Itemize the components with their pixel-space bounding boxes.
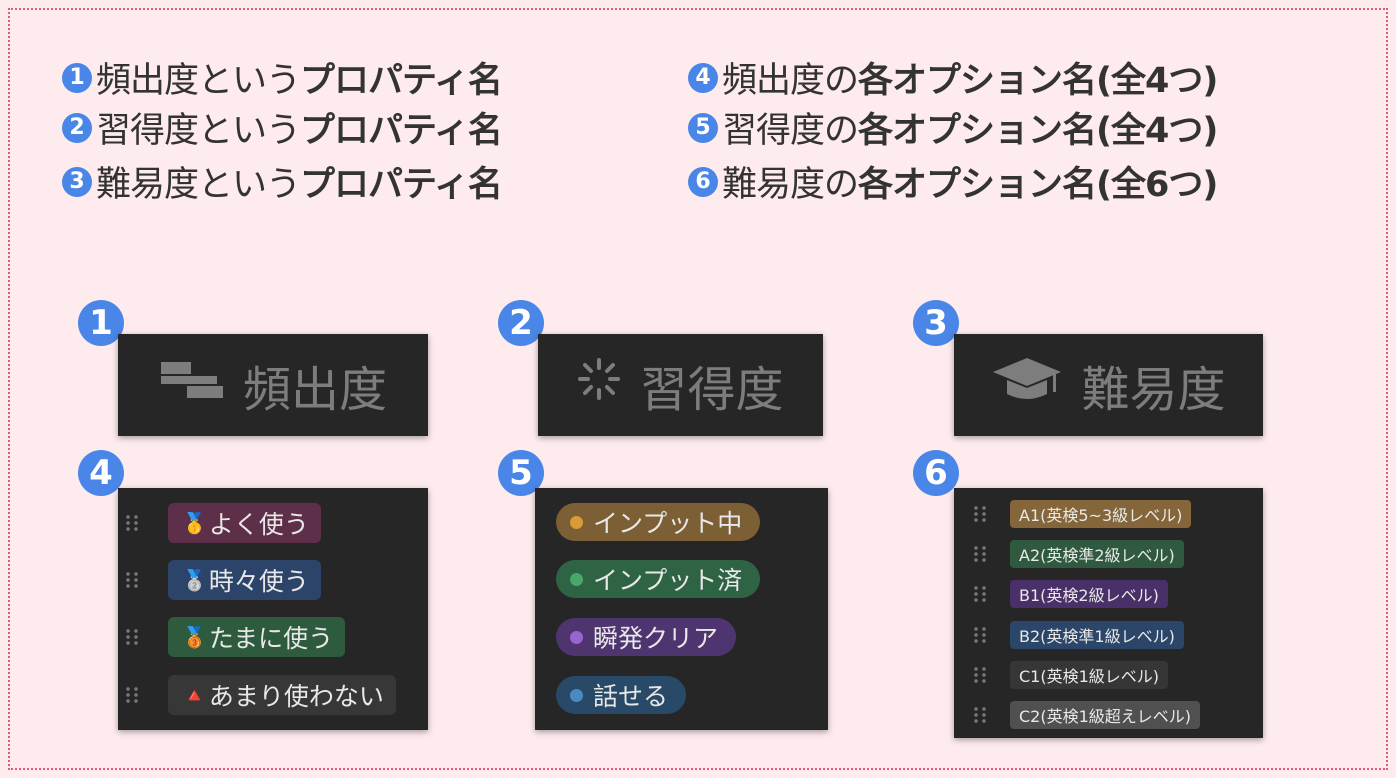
drag-handle-icon[interactable]	[126, 572, 140, 588]
status-dot-icon	[570, 630, 583, 644]
option-label: たまに使う	[208, 624, 334, 653]
frequency-options-card: 🥇よく使う 🥈時々使う 🥉たまに使う 🔺あまり使わない	[118, 488, 428, 730]
loading-spinner-icon	[577, 357, 621, 413]
medal-icon: 🥇	[182, 511, 207, 535]
mastery-options-card: インプット中インプット済瞬発クリア話せる	[535, 488, 828, 730]
option-pill[interactable]: インプット中	[556, 503, 761, 541]
legend-subject: 習得度という	[96, 111, 301, 151]
number-badge: 4	[78, 450, 124, 496]
property-name: 習得度	[639, 362, 784, 418]
number-badge: 5	[498, 450, 544, 496]
number-badge: 3	[62, 166, 92, 197]
drag-handle-icon[interactable]	[126, 687, 140, 703]
legend-bold: プロパティ名	[300, 165, 503, 205]
drag-handle-icon[interactable]	[974, 627, 988, 643]
legend-subject: 頻出度という	[96, 61, 301, 101]
option-row[interactable]: C1(英検1級レベル)	[974, 661, 1169, 689]
status-dot-icon	[570, 688, 583, 702]
drag-handle-icon[interactable]	[126, 515, 140, 531]
legend-subject: 習得度の	[722, 111, 859, 151]
drag-handle-icon[interactable]	[974, 707, 988, 723]
option-row[interactable]: 🥈時々使う	[126, 560, 321, 600]
property-header[interactable]: 難易度	[954, 334, 1263, 436]
number-badge: 3	[913, 300, 959, 346]
option-label: 話せる	[593, 682, 669, 711]
option-tag[interactable]: 🔺あまり使わない	[168, 675, 396, 715]
option-row[interactable]: A1(英検5~3級レベル)	[974, 500, 1192, 528]
option-tag[interactable]: B2(英検準1級レベル)	[1010, 621, 1184, 649]
option-tag[interactable]: 🥈時々使う	[168, 560, 321, 600]
property-name: 難易度	[1081, 362, 1226, 418]
property-header[interactable]: 頻出度	[118, 334, 428, 436]
legend-bold: プロパティ名	[300, 61, 503, 101]
legend-bold: 各オプション名(全4つ)	[858, 111, 1218, 151]
option-label: よく使う	[208, 510, 309, 539]
legend-bold: 各オプション名(全6つ)	[858, 165, 1218, 205]
option-tag[interactable]: 🥇よく使う	[168, 503, 321, 543]
option-row[interactable]: 🔺あまり使わない	[126, 675, 396, 715]
option-label: 瞬発クリア	[593, 624, 719, 653]
option-label: A1(英検5~3級レベル)	[1019, 506, 1183, 525]
number-badge: 1	[78, 300, 124, 346]
option-pill[interactable]: 瞬発クリア	[556, 618, 737, 656]
property-name: 頻出度	[242, 362, 387, 418]
difficulty-options-card: A1(英検5~3級レベル) A2(英検準2級レベル) B1(英検2級レベル) B2(英…	[954, 488, 1263, 738]
option-label: B2(英検準1級レベル)	[1019, 627, 1175, 646]
option-label: C2(英検1級超えレベル)	[1019, 707, 1192, 726]
bars-icon	[159, 354, 225, 416]
option-label: 時々使う	[208, 567, 309, 596]
drag-handle-icon[interactable]	[974, 586, 988, 602]
dotted-frame	[8, 8, 1388, 770]
option-label: あまり使わない	[208, 682, 384, 711]
drag-handle-icon[interactable]	[974, 506, 988, 522]
medal-icon: 🥈	[182, 568, 207, 592]
number-badge: 6	[688, 166, 718, 197]
number-badge: 6	[913, 450, 959, 496]
number-badge: 2	[62, 112, 92, 143]
medal-icon: 🔺	[182, 683, 207, 707]
medal-icon: 🥉	[182, 625, 207, 649]
drag-handle-icon[interactable]	[126, 629, 140, 645]
option-row[interactable]: 🥉たまに使う	[126, 617, 346, 657]
number-badge: 1	[62, 62, 92, 93]
drag-handle-icon[interactable]	[974, 546, 988, 562]
option-tag[interactable]: A1(英検5~3級レベル)	[1010, 500, 1192, 528]
legend-bold: プロパティ名	[300, 111, 503, 151]
option-row[interactable]: A2(英検準2級レベル)	[974, 540, 1184, 568]
legend-subject: 難易度の	[722, 165, 859, 205]
option-tag[interactable]: C2(英検1級超えレベル)	[1010, 701, 1201, 729]
option-label: B1(英検2級レベル)	[1019, 586, 1159, 605]
option-pill[interactable]: インプット済	[556, 560, 761, 598]
legend-subject: 難易度という	[96, 165, 301, 205]
option-row[interactable]: B1(英検2級レベル)	[974, 580, 1168, 608]
option-row[interactable]: B2(英検準1級レベル)	[974, 621, 1184, 649]
number-badge: 4	[688, 62, 718, 93]
status-dot-icon	[570, 572, 583, 586]
option-tag[interactable]: 🥉たまに使う	[168, 617, 346, 657]
option-label: C1(英検1級レベル)	[1019, 667, 1160, 686]
option-label: A2(英検準2級レベル)	[1019, 546, 1175, 565]
graduation-cap-icon	[991, 354, 1063, 416]
option-tag[interactable]: C1(英検1級レベル)	[1010, 661, 1169, 689]
option-pill[interactable]: 話せる	[556, 676, 687, 714]
status-dot-icon	[570, 515, 583, 529]
number-badge: 2	[498, 300, 544, 346]
drag-handle-icon[interactable]	[974, 667, 988, 683]
legend-bold: 各オプション名(全4つ)	[858, 61, 1218, 101]
property-header[interactable]: 習得度	[538, 334, 823, 436]
option-label: インプット済	[593, 566, 743, 595]
option-row[interactable]: 🥇よく使う	[126, 503, 321, 543]
option-tag[interactable]: A2(英検準2級レベル)	[1010, 540, 1184, 568]
number-badge: 5	[688, 112, 718, 143]
option-row[interactable]: C2(英検1級超えレベル)	[974, 701, 1201, 729]
option-tag[interactable]: B1(英検2級レベル)	[1010, 580, 1168, 608]
option-label: インプット中	[593, 509, 743, 538]
legend-subject: 頻出度の	[722, 61, 859, 101]
